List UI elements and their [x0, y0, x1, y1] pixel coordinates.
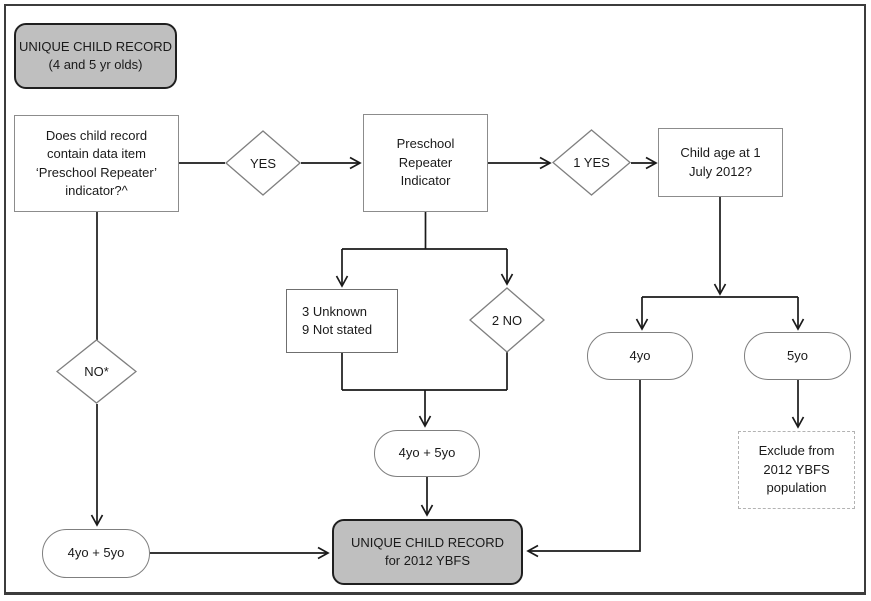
- five-yo-stadium: 5yo: [744, 332, 851, 380]
- no-star-decision-diamond: NO*: [56, 339, 137, 404]
- exclude-line: Exclude from: [758, 443, 835, 459]
- question-line: indicator?^: [65, 183, 128, 198]
- final-node-line: UNIQUE CHILD RECORD: [350, 534, 505, 550]
- child-age-line: July 2012?: [689, 163, 752, 179]
- question-line: ‘Preschool Repeater’: [35, 164, 158, 180]
- yes-decision-diamond: YES: [225, 130, 301, 196]
- preschool-line: Indicator: [400, 173, 451, 189]
- diamond-shape: [469, 287, 545, 353]
- one-yes-decision-label: 1 YES: [573, 155, 610, 170]
- preschool-line: Preschool: [396, 136, 455, 152]
- yes-decision-label: YES: [249, 155, 276, 171]
- four-yo-label: 4yo: [629, 347, 651, 363]
- left-4yo-5yo-label: 4yo + 5yo: [67, 545, 125, 561]
- final-node-line: for 2012 YBFS: [384, 553, 471, 568]
- mid-4yo-5yo-label: 4yo + 5yo: [398, 445, 456, 461]
- five-yo-label: 5yo: [787, 347, 808, 363]
- question-line: contain data item: [46, 146, 146, 161]
- exclude-line: 2012 YBFS: [763, 461, 830, 477]
- two-no-decision-diamond: 2 NO: [469, 287, 545, 353]
- unknown-line: 9 Not stated: [302, 322, 373, 337]
- two-no-decision-label: 2 NO: [491, 312, 523, 328]
- start-node-line: (4 and 5 yr olds): [48, 57, 143, 72]
- preschool-repeater-box: Preschool Repeater Indicator: [363, 114, 488, 212]
- start-node: UNIQUE CHILD RECORD (4 and 5 yr olds): [14, 23, 177, 89]
- question-line: Does child record: [45, 127, 148, 143]
- unknown-not-stated-box: 3 Unknown 9 Not stated: [286, 289, 398, 353]
- diamond-shape: [552, 129, 631, 196]
- exclude-line: population: [766, 480, 827, 496]
- diamond-shape: [56, 339, 137, 404]
- four-yo-stadium: 4yo: [587, 332, 693, 380]
- exclude-population-box: Exclude from 2012 YBFS population: [738, 431, 855, 509]
- mid-4yo-5yo-stadium: 4yo + 5yo: [374, 430, 480, 477]
- left-4yo-5yo-stadium: 4yo + 5yo: [42, 529, 150, 578]
- preschool-line: Repeater: [398, 154, 453, 170]
- no-star-decision-label: NO*: [84, 364, 109, 379]
- child-age-line: Child age at 1: [680, 145, 761, 160]
- one-yes-decision-diamond: 1 YES: [552, 129, 631, 196]
- unknown-line: 3 Unknown: [302, 303, 368, 319]
- edge-4yo-to-final: [526, 380, 641, 558]
- start-node-line: UNIQUE CHILD RECORD: [18, 38, 173, 54]
- child-age-box: Child age at 1 July 2012?: [658, 128, 783, 197]
- final-unique-record-node: UNIQUE CHILD RECORD for 2012 YBFS: [332, 519, 523, 585]
- question-box: Does child record contain data item ‘Pre…: [14, 115, 179, 212]
- diamond-shape: [225, 130, 301, 196]
